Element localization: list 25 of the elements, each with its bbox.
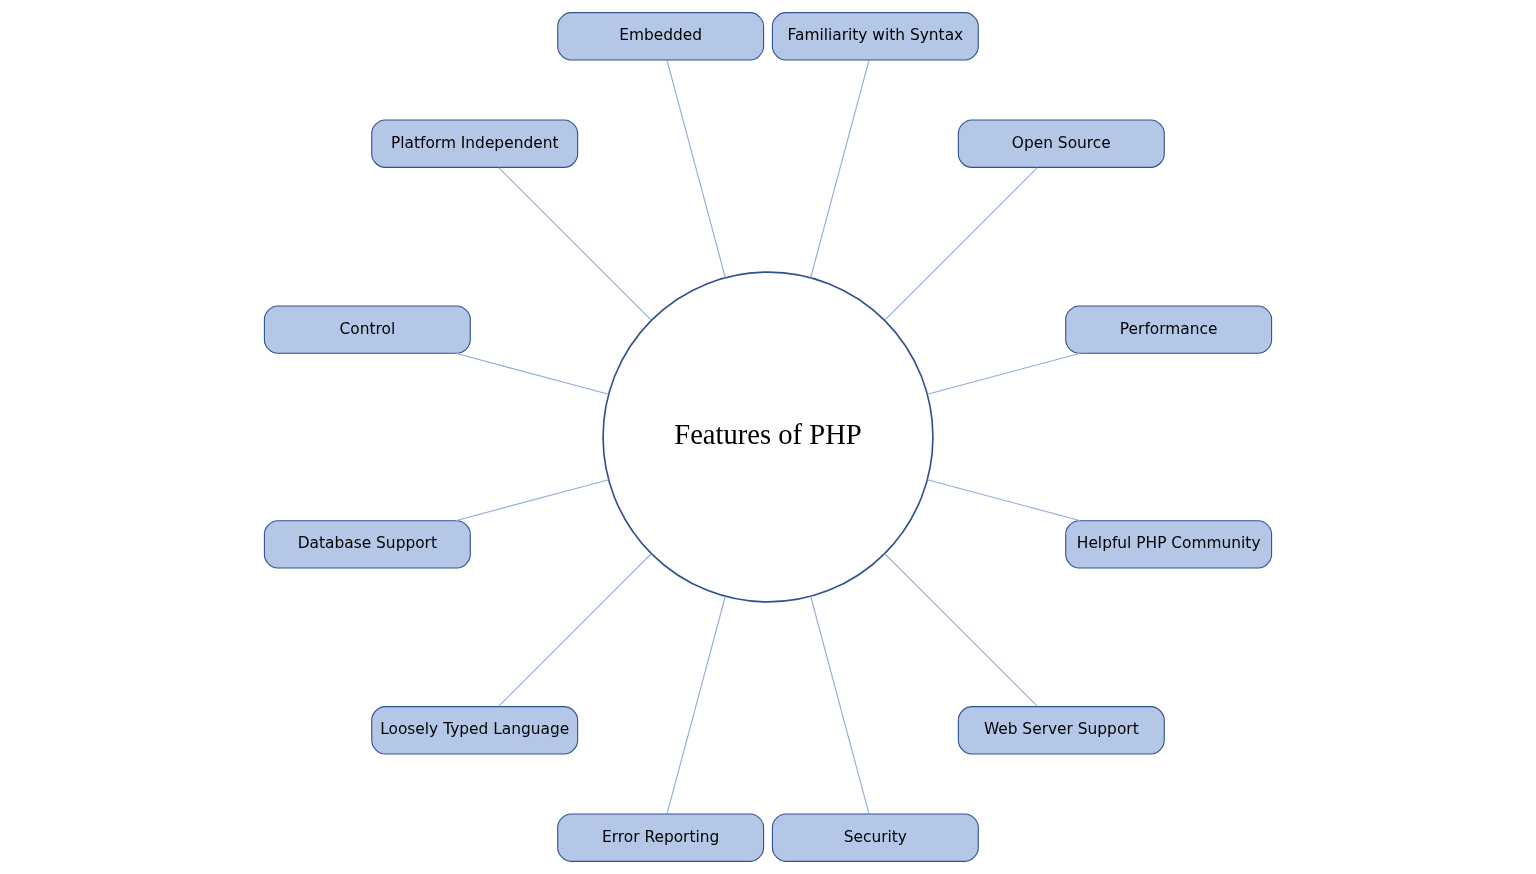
connector [810,595,870,815]
node-box: Database Support [263,520,471,569]
connector [498,167,652,321]
node-box: Embedded [557,12,765,61]
node-box: Performance [1065,305,1273,354]
connector [926,479,1081,522]
connector [810,59,870,279]
node-box: Loosely Typed Language [371,706,579,755]
connector [666,59,726,279]
node-box: Control [263,305,471,354]
node-box: Platform Independent [371,119,579,168]
connector [884,553,1038,707]
connector [884,167,1038,321]
node-box: Security [771,813,979,862]
connector [498,553,652,707]
connector [455,479,610,522]
node-box: Web Server Support [957,706,1165,755]
node-box: Familiarity with Syntax [771,12,979,61]
node-box: Open Source [957,119,1165,168]
connector [926,352,1081,395]
node-box: Helpful PHP Community [1065,520,1273,569]
node-circle: Features of PHP [602,271,934,603]
node-box: Error Reporting [557,813,765,862]
connector [455,352,610,395]
connector [666,595,726,815]
